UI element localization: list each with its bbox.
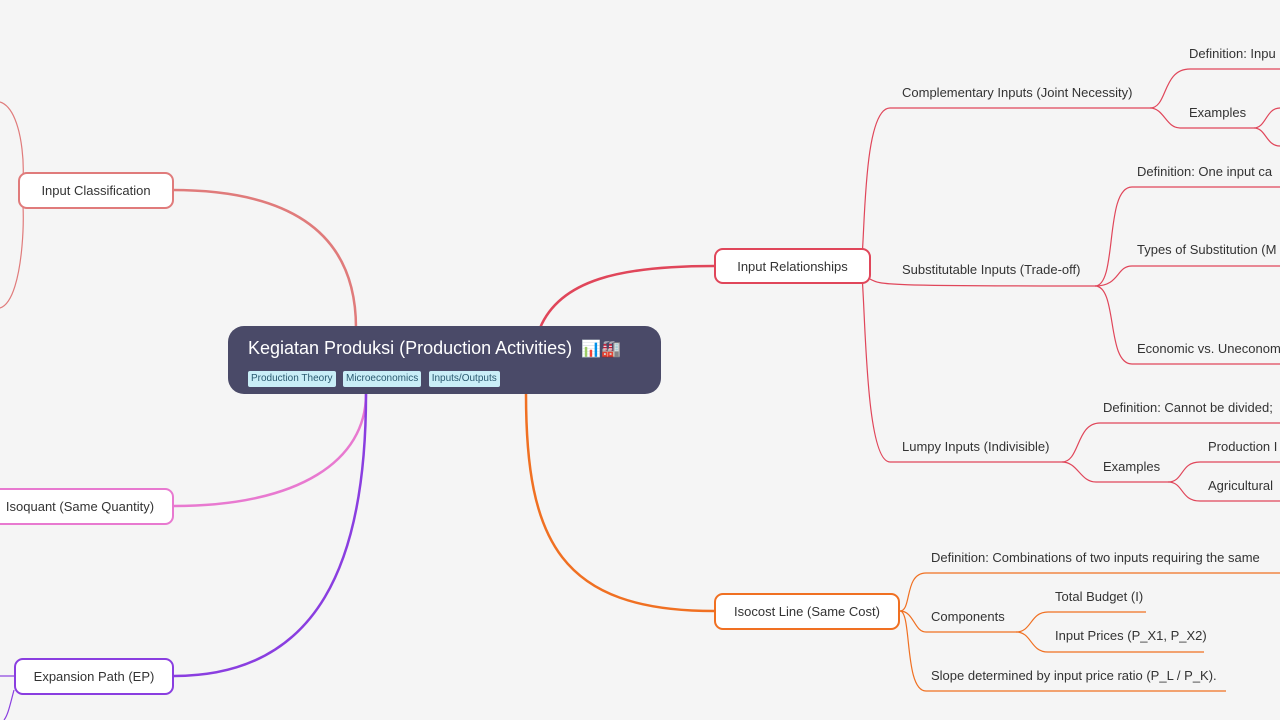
link-isocost-definition bbox=[899, 572, 1280, 612]
node-total-budget[interactable]: Total Budget (I) bbox=[1055, 589, 1144, 604]
node-components[interactable]: Components bbox=[931, 609, 1005, 624]
chart-factory-emoji-icon: 📊🏭 bbox=[581, 341, 622, 358]
link-total-budget bbox=[1015, 611, 1146, 633]
link-complementary-examples bbox=[1149, 107, 1254, 129]
node-substitutable-definition[interactable]: Definition: One input ca bbox=[1137, 164, 1273, 179]
link-lumpy-definition bbox=[1061, 422, 1280, 463]
central-title-text: Kegiatan Produksi (Production Activities… bbox=[248, 338, 573, 358]
link-to-lumpy bbox=[859, 265, 1062, 463]
link-lumpy-example-2 bbox=[1167, 481, 1280, 502]
link-to-complementary bbox=[859, 107, 1150, 267]
link-to-substitutable bbox=[869, 278, 1096, 287]
link-complementary-examples-b bbox=[1253, 127, 1280, 147]
link-central-to-isoquant bbox=[173, 393, 368, 508]
node-complementary[interactable]: Complementary Inputs (Joint Necessity) bbox=[902, 85, 1133, 100]
node-lumpy-examples[interactable]: Examples bbox=[1103, 459, 1161, 474]
node-input-relationships[interactable]: Input Relationships bbox=[714, 248, 871, 284]
link-isocost-components bbox=[899, 610, 1016, 633]
node-input-prices[interactable]: Input Prices (P_X1, P_X2) bbox=[1055, 628, 1207, 643]
link-central-to-isocost bbox=[524, 393, 715, 613]
tag-production-theory[interactable]: Production Theory bbox=[248, 371, 336, 387]
link-expansion-path-out2 bbox=[3, 689, 15, 720]
node-isoquant[interactable]: Isoquant (Same Quantity) bbox=[0, 488, 174, 525]
node-lumpy-example-1[interactable]: Production I bbox=[1208, 439, 1278, 454]
link-central-to-expansion-path bbox=[173, 393, 368, 678]
central-title: Kegiatan Produksi (Production Activities… bbox=[248, 336, 641, 362]
link-lumpy-examples bbox=[1061, 461, 1168, 483]
tag-inputs-outputs[interactable]: Inputs/Outputs bbox=[428, 371, 500, 387]
node-input-classification[interactable]: Input Classification bbox=[18, 172, 174, 209]
node-lumpy[interactable]: Lumpy Inputs (Indivisible) bbox=[902, 439, 1050, 454]
tag-microeconomics[interactable]: Microeconomics bbox=[342, 371, 422, 387]
link-substitutable-definition bbox=[1094, 186, 1280, 287]
link-lumpy-example-1 bbox=[1167, 461, 1280, 483]
node-complementary-examples[interactable]: Examples bbox=[1189, 105, 1247, 120]
link-central-to-input-relationships bbox=[538, 264, 715, 329]
central-tags: Production Theory Microeconomics Inputs/… bbox=[248, 368, 641, 387]
link-central-to-input-classification bbox=[171, 188, 358, 329]
link-isocost-slope bbox=[899, 610, 1226, 692]
node-complementary-definition[interactable]: Definition: Inpu bbox=[1189, 46, 1276, 61]
link-complementary-definition bbox=[1149, 68, 1280, 109]
link-complementary-examples-a bbox=[1253, 107, 1280, 129]
central-topic[interactable]: Kegiatan Produksi (Production Activities… bbox=[228, 326, 661, 394]
link-economic-vs bbox=[1094, 285, 1280, 365]
node-substitution-types[interactable]: Types of Substitution (M bbox=[1137, 242, 1277, 257]
node-slope[interactable]: Slope determined by input price ratio (P… bbox=[931, 668, 1217, 683]
node-expansion-path[interactable]: Expansion Path (EP) bbox=[14, 658, 174, 695]
link-substitution-types bbox=[1094, 265, 1280, 287]
link-input-classification-down bbox=[0, 189, 24, 309]
node-substitutable[interactable]: Substitutable Inputs (Trade-off) bbox=[902, 262, 1081, 277]
node-lumpy-example-2[interactable]: Agricultural bbox=[1208, 478, 1274, 493]
node-isocost-definition[interactable]: Definition: Combinations of two inputs r… bbox=[931, 550, 1260, 565]
node-isocost[interactable]: Isocost Line (Same Cost) bbox=[714, 593, 900, 630]
node-lumpy-definition[interactable]: Definition: Cannot be divided; bbox=[1103, 400, 1273, 415]
link-input-prices bbox=[1015, 631, 1204, 653]
node-economic-vs[interactable]: Economic vs. Uneconom bbox=[1137, 341, 1280, 356]
